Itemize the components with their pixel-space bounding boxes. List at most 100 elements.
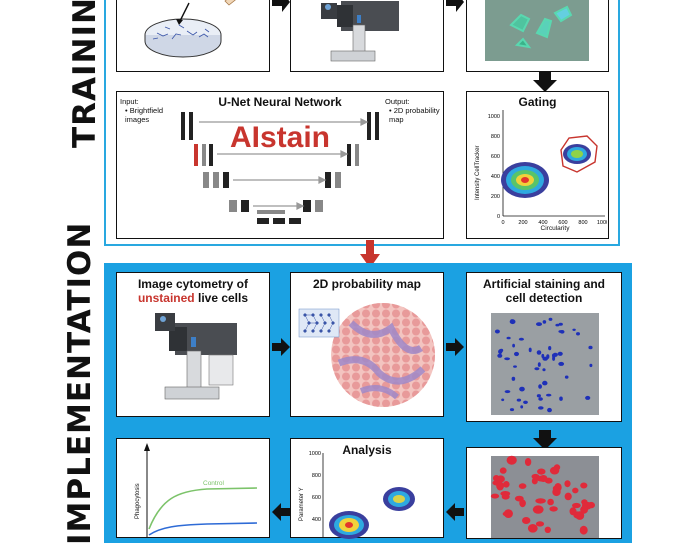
analysis-y-tick-800: 800 bbox=[312, 473, 321, 479]
analysis-y-tick-600: 600 bbox=[312, 495, 321, 501]
blue-cell-marker bbox=[552, 352, 558, 357]
blue-cell-marker bbox=[542, 368, 546, 372]
blue-cell-marker bbox=[585, 395, 591, 400]
analysis-y-tick-1000: 1000 bbox=[309, 451, 321, 457]
red-cell-marker bbox=[544, 477, 553, 484]
aistain-brand: AIstain bbox=[229, 121, 331, 154]
red-cell-marker bbox=[522, 517, 531, 524]
blue-cell-marker bbox=[572, 328, 576, 331]
red-cell-marker bbox=[532, 505, 544, 514]
red-cell-marker bbox=[572, 487, 579, 494]
red-cell-marker bbox=[503, 509, 513, 518]
blue-cell-marker bbox=[501, 398, 505, 402]
red-cell-marker bbox=[587, 501, 595, 509]
red-stained-cells-image bbox=[490, 455, 599, 538]
cytometry-title-red: unstained bbox=[137, 291, 195, 305]
arrow-right-impl-2 bbox=[446, 338, 464, 356]
blue-cell-marker bbox=[564, 375, 569, 379]
red-cell-marker bbox=[537, 468, 546, 475]
unet-decoder bbox=[289, 112, 379, 224]
blue-cell-marker bbox=[519, 386, 525, 392]
red-cell-marker bbox=[549, 506, 558, 512]
microscope-icon bbox=[321, 1, 399, 62]
red-stained-cells-box bbox=[466, 447, 622, 539]
gating-y-tick-400: 400 bbox=[491, 174, 500, 180]
gating-population-2-core bbox=[571, 150, 583, 158]
blue-cell-marker bbox=[538, 397, 543, 401]
red-cell-marker bbox=[500, 491, 511, 497]
blue-cell-marker bbox=[559, 396, 563, 401]
gating-x-label: Circularity bbox=[541, 225, 571, 232]
blue-cell-marker bbox=[494, 329, 500, 334]
blue-cell-marker bbox=[558, 361, 565, 366]
blue-cell-marker bbox=[511, 376, 516, 381]
culture-dish-box bbox=[116, 0, 270, 72]
probability-map-illustration bbox=[298, 303, 435, 407]
cytometry-title-suffix: live cells bbox=[197, 291, 249, 305]
blue-cell-marker bbox=[555, 323, 560, 327]
red-cell-marker bbox=[547, 498, 554, 506]
gating-x-tick-800: 800 bbox=[578, 220, 587, 226]
gating-y-tick-200: 200 bbox=[491, 194, 500, 200]
unet-output-item: • 2D probability map bbox=[389, 106, 440, 124]
blue-cell-marker bbox=[504, 390, 511, 394]
red-cell-marker bbox=[524, 458, 532, 466]
blue-cell-marker bbox=[542, 320, 547, 324]
blue-cell-marker bbox=[557, 351, 563, 356]
analysis-y-tick-400: 400 bbox=[312, 517, 321, 523]
gating-y-tick-1000: 1000 bbox=[488, 114, 500, 120]
blue-cell-marker bbox=[542, 356, 548, 361]
phagocytosis-box: Phagocytosis Control bbox=[116, 438, 270, 538]
analysis-title: Analysis bbox=[342, 443, 392, 457]
gating-x-tick-1000: 1000 bbox=[597, 220, 607, 226]
blue-cell-marker bbox=[576, 332, 580, 336]
gating-x-tick-200: 200 bbox=[518, 220, 527, 226]
arrow-down-gating bbox=[533, 72, 557, 92]
phagocytosis-curve-chart: Phagocytosis Control bbox=[135, 443, 258, 537]
blue-cell-marker bbox=[504, 357, 510, 361]
red-stained-cell-markers bbox=[490, 455, 595, 535]
blue-cell-marker bbox=[512, 343, 515, 348]
cytometry-title-line-2: unstained live cells bbox=[117, 291, 269, 305]
red-cell-marker bbox=[503, 481, 510, 488]
gating-y-tick-800: 800 bbox=[491, 134, 500, 140]
blue-cell-marker bbox=[534, 367, 540, 371]
detected-cell-markers bbox=[494, 317, 593, 413]
blue-cell-marker bbox=[552, 356, 556, 361]
blue-cell-marker bbox=[514, 351, 519, 357]
arrow-left-impl-2 bbox=[272, 503, 290, 521]
gating-x-tick-600: 600 bbox=[558, 220, 567, 226]
red-cell-marker bbox=[564, 480, 571, 488]
arrow-right-top-2 bbox=[446, 0, 464, 12]
network-mesh-icon bbox=[298, 308, 340, 338]
blue-cell-marker bbox=[538, 384, 542, 389]
blue-cell-marker bbox=[538, 406, 544, 410]
unet-title: U-Net Neural Network bbox=[218, 95, 342, 109]
arrow-down-impl bbox=[533, 430, 557, 450]
blue-cell-marker bbox=[516, 398, 522, 402]
unet-encoder bbox=[181, 112, 285, 224]
gating-y-label: Intensity CellTracker bbox=[475, 146, 481, 200]
phago-control-line bbox=[148, 487, 258, 530]
red-cell-marker bbox=[499, 467, 507, 474]
blue-cell-marker bbox=[537, 362, 541, 367]
arrow-left-impl bbox=[446, 503, 464, 521]
microscope-box-training bbox=[290, 0, 444, 72]
analysis-y-ticks: 1000 800 600 400 bbox=[309, 451, 321, 523]
blue-cell-marker bbox=[498, 349, 503, 355]
red-cell-marker bbox=[519, 499, 526, 508]
gating-x-tick-0: 0 bbox=[501, 220, 504, 226]
gating-title: Gating bbox=[518, 95, 557, 109]
blue-cell-marker bbox=[548, 317, 553, 321]
blue-cell-marker bbox=[518, 337, 524, 341]
red-cell-marker bbox=[527, 524, 538, 533]
red-cell-marker bbox=[569, 507, 577, 516]
red-cell-marker bbox=[536, 475, 547, 482]
probmap-title: 2D probability map bbox=[312, 277, 422, 291]
training-section-label: TRAINING bbox=[67, 0, 103, 148]
